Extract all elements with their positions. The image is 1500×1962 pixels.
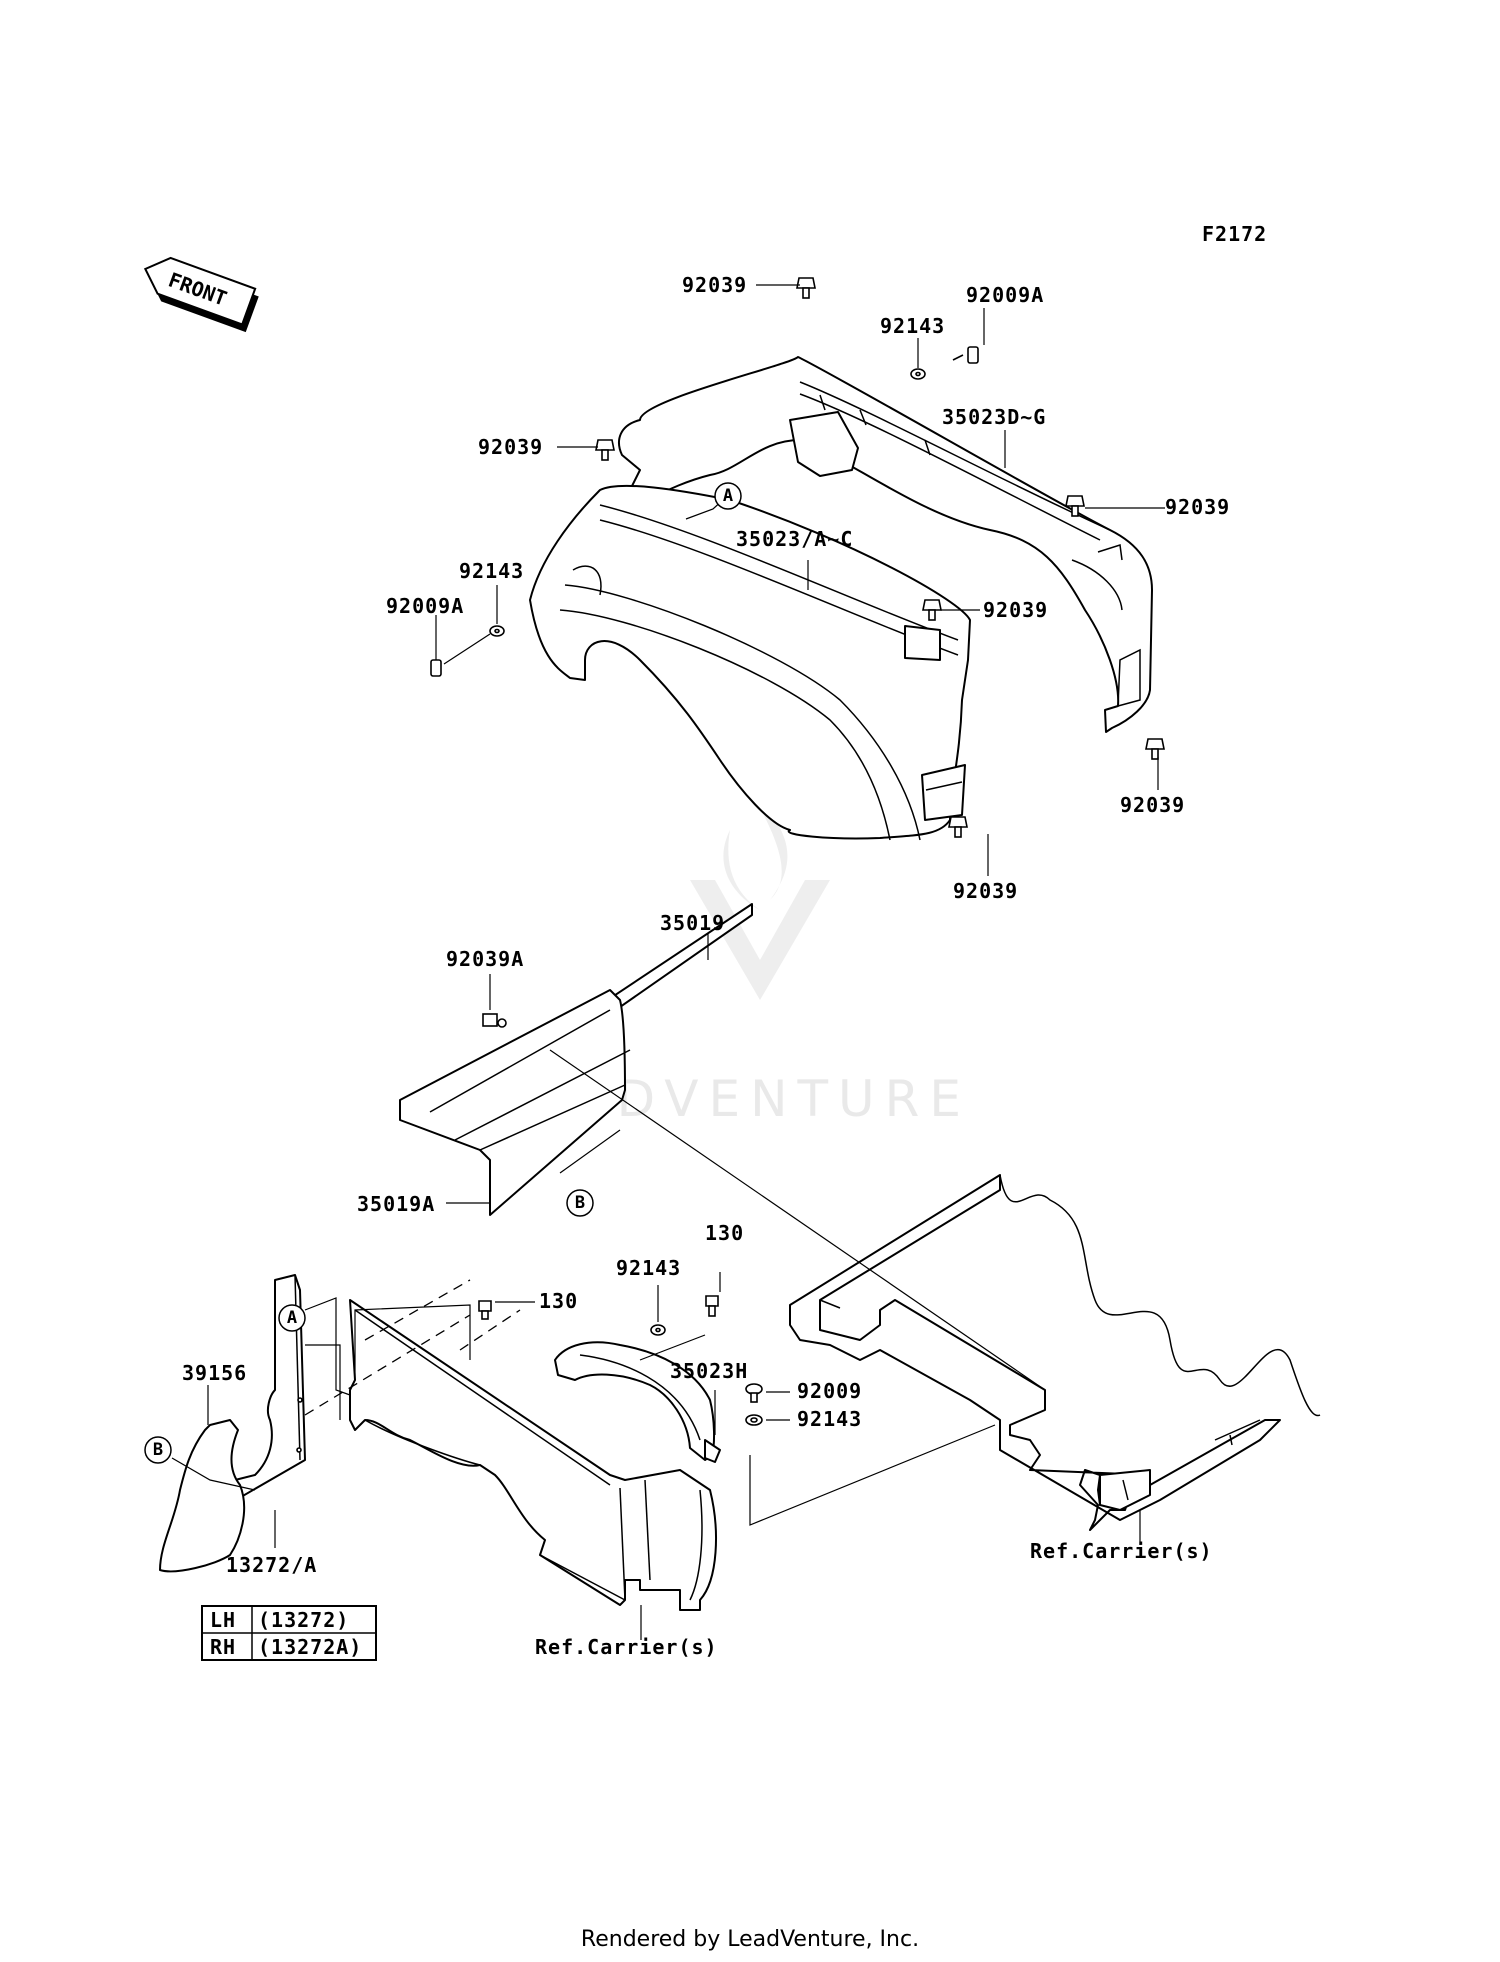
label-92009A-top: 92009A	[966, 283, 1044, 307]
label-92039A: 92039A	[446, 947, 524, 971]
table-row-2-side: RH	[210, 1635, 236, 1659]
assembly-dashed-line-2	[364, 1279, 471, 1341]
callout-b-lower-text: B	[153, 1440, 163, 1460]
bolt-92009-icon	[745, 1383, 763, 1403]
bolt-130-right-icon	[705, 1295, 719, 1317]
label-130-right: 130	[705, 1221, 744, 1245]
label-92039-top: 92039	[682, 273, 747, 297]
callout-b-lower: B	[144, 1436, 256, 1491]
callout-a-upper: A	[685, 482, 742, 520]
label-35023-A-C: 35023/A~C	[736, 527, 853, 551]
part-labels: 92039 92009A 92143 35023D~G 92039 92039 …	[182, 273, 1230, 1659]
label-92143-top: 92143	[880, 314, 945, 338]
washer-92143-left-icon	[489, 625, 505, 637]
bed-bracket	[349, 1299, 717, 1611]
label-35023D-G: 35023D~G	[942, 405, 1046, 429]
label-92143-low: 92143	[797, 1407, 862, 1431]
label-92009A-left: 92009A	[386, 594, 464, 618]
bolt-92009A-left-icon	[430, 659, 442, 677]
callout-a-lower: A	[278, 1297, 351, 1396]
bolt-92009A-top-icon	[952, 346, 979, 364]
rear-fender-35023D-G	[618, 356, 1153, 733]
callout-b-upper-text: B	[575, 1193, 585, 1213]
assembly-dashed-line-1	[304, 1314, 471, 1416]
assembly-line-3	[749, 1424, 996, 1526]
seal-39156	[159, 1419, 246, 1573]
break-line	[999, 1174, 1321, 1417]
nut-92039-front-low-icon	[948, 816, 968, 838]
carrier-frame	[789, 1174, 1281, 1531]
label-92143-left: 92143	[459, 559, 524, 583]
leader-lines	[207, 284, 1165, 1640]
table-row-2-part: (13272A)	[258, 1635, 362, 1659]
splash-shield-35023H	[554, 1341, 721, 1463]
callout-b-upper: B	[559, 1129, 621, 1217]
callout-a-lower-text: A	[287, 1308, 297, 1328]
nut-92039-left-top-icon	[595, 439, 615, 461]
bolt-130-left-icon	[478, 1300, 492, 1320]
assembly-dashed-line-3	[459, 1309, 521, 1351]
label-92039-rear-low: 92039	[1120, 793, 1185, 817]
figure-code: F2172	[1202, 222, 1267, 246]
label-92009: 92009	[797, 1379, 862, 1403]
label-92143-mid: 92143	[616, 1256, 681, 1280]
footer-credit: Rendered by LeadVenture, Inc.	[581, 1927, 919, 1952]
label-92039-left-top: 92039	[478, 435, 543, 459]
label-13272-A: 13272/A	[226, 1553, 317, 1577]
assembly-line-5	[305, 1344, 341, 1420]
label-92039-front-low: 92039	[953, 879, 1018, 903]
assembly-line-4	[639, 1334, 706, 1361]
label-35023H: 35023H	[670, 1359, 748, 1383]
front-fender-35023-A-C	[529, 484, 971, 841]
lh-rh-table: LH (13272) RH (13272A)	[201, 1605, 377, 1661]
bolt-92039-top-icon	[796, 277, 816, 299]
table-row-1-side: LH	[210, 1608, 236, 1632]
washer-92143-top-icon	[910, 368, 926, 380]
assembly-line-2	[354, 1304, 471, 1380]
hardware	[430, 277, 1165, 1426]
nut-92039-rear-mid-icon	[1065, 495, 1085, 517]
table-row-1-part: (13272)	[258, 1608, 349, 1632]
label-92039-front-mid: 92039	[983, 598, 1048, 622]
nut-92039-rear-low-icon	[1145, 738, 1165, 760]
label-92039-rear-mid: 92039	[1165, 495, 1230, 519]
label-130-left: 130	[539, 1289, 578, 1313]
label-35019: 35019	[660, 911, 725, 935]
label-ref-carrier-left: Ref.Carrier(s)	[535, 1635, 718, 1659]
guard-35019A	[399, 989, 631, 1216]
assembly-line-1	[549, 1049, 1046, 1391]
label-39156: 39156	[182, 1361, 247, 1385]
washer-92143-mid-icon	[650, 1324, 666, 1336]
clip-92039A-icon	[482, 1013, 507, 1028]
label-35019A: 35019A	[357, 1192, 435, 1216]
callout-a-upper-text: A	[723, 486, 733, 506]
washer-92143-low-icon	[745, 1414, 763, 1426]
label-ref-carrier-right: Ref.Carrier(s)	[1030, 1539, 1213, 1563]
front-arrow-icon: FRONT	[143, 256, 259, 333]
